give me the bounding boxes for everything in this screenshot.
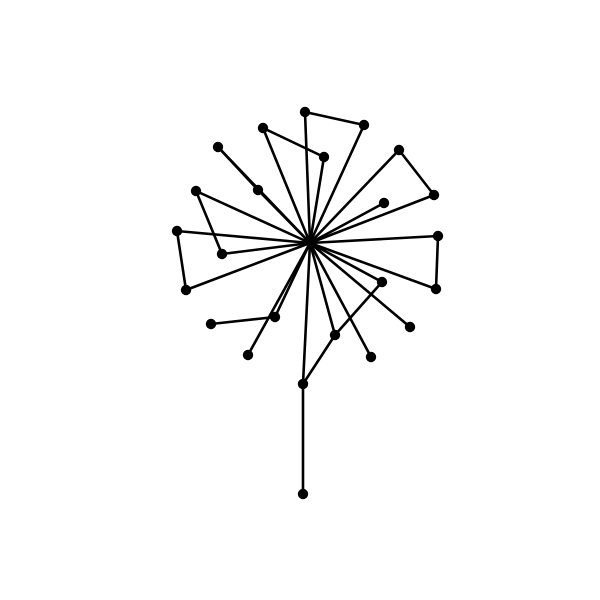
link-edge-b5-b6 — [209, 315, 277, 326]
link-edge-r4-r5 — [434, 234, 440, 291]
link-edge-top-tr1 — [303, 110, 366, 127]
node-r4 — [432, 230, 444, 242]
spoke-edge-mid1 — [308, 155, 326, 245]
node-b5 — [269, 311, 281, 323]
edge-layer — [175, 110, 440, 496]
link-edge-l5-hub — [175, 229, 312, 245]
node-stem — [297, 378, 309, 390]
spoke-edge-b4 — [308, 241, 373, 359]
node-l6 — [180, 284, 192, 296]
node-b7 — [242, 349, 254, 361]
node-l5 — [171, 225, 183, 237]
spoke-edge-b1 — [308, 241, 384, 284]
spoke-edge-l6 — [184, 241, 312, 292]
node-r3 — [378, 197, 390, 209]
spoke-edge-r2 — [308, 193, 436, 245]
node-r1 — [393, 144, 405, 156]
spoke-edge-top — [303, 110, 312, 245]
node-tl1 — [257, 122, 269, 134]
spoke-edge-b7 — [246, 241, 312, 357]
node-l3 — [190, 185, 202, 197]
node-b4 — [365, 351, 377, 363]
node-b1 — [376, 276, 388, 288]
node-l4 — [216, 248, 228, 260]
node-r5 — [430, 283, 442, 295]
spoke-edge-tl1 — [261, 126, 312, 245]
node-b3 — [329, 329, 341, 341]
spoke-edge-tr1 — [308, 123, 366, 245]
spoke-edge-r3 — [308, 201, 386, 245]
spoke-edge-l4 — [220, 241, 312, 256]
node-root — [297, 488, 309, 500]
node-layer — [171, 106, 444, 500]
link-edge-l1-l2 — [216, 145, 260, 192]
node-tr1 — [358, 119, 370, 131]
spoke-edge-r4 — [308, 234, 440, 245]
spoke-edge-b3 — [308, 241, 337, 337]
spoke-edge-b2 — [308, 241, 412, 329]
node-l1 — [212, 141, 224, 153]
link-edge-b3-stem — [301, 333, 337, 386]
spoke-edge-r5 — [308, 241, 438, 291]
link-edge-b3-b1 — [333, 280, 384, 337]
spoke-edge-l3 — [194, 189, 312, 245]
spoke-edge-l2 — [256, 188, 312, 245]
node-r2 — [428, 189, 440, 201]
node-mid1 — [318, 151, 330, 163]
link-edge-tl1-mid1 — [261, 126, 326, 159]
spoke-edge-stem — [301, 241, 312, 386]
link-edge-l5-l6 — [175, 229, 188, 292]
node-l2 — [252, 184, 264, 196]
link-edge-l3-l4 — [194, 189, 224, 256]
node-top — [299, 106, 311, 118]
spoke-edge-r1 — [308, 148, 401, 245]
node-b6 — [205, 318, 217, 330]
node-b2 — [404, 321, 416, 333]
link-edge-r1-r2 — [397, 148, 436, 197]
